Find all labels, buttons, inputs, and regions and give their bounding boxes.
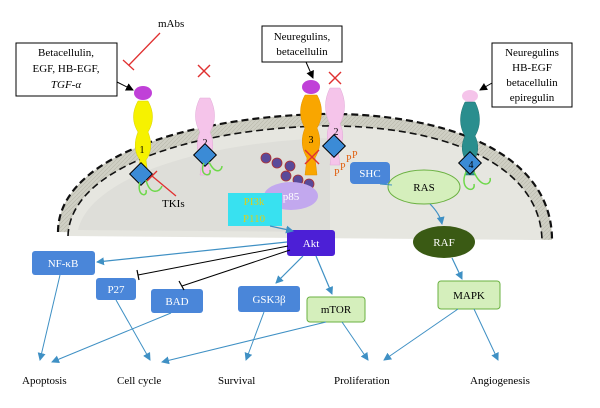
ligand-box-3-line-1: Neuregulins [505,47,559,59]
ligand-3-arrow [479,82,493,91]
ligand-box-1: Betacellulin, EGF, HB-EGF, TGF-α [15,42,118,97]
receptor-4: 4 [457,90,491,191]
receptor-1-label: 1 [140,145,145,156]
akt-nfkb-arrow [96,241,288,266]
ligand-box-3-line-2: HB-EGF [512,62,552,74]
ras-label: RAS [413,182,434,194]
akt-node: Akt [287,230,335,256]
akt-gsk3b-arrow [275,255,304,284]
gsk3b-label: GSK3β [252,294,286,306]
shc-node: SHC [350,162,390,184]
p27-node: P27 [96,278,136,300]
cross-mark-icon [197,64,211,78]
ligand-box-3: Neuregulins HB-EGF betacellulin epiregul… [491,42,573,108]
outcome-angiogenesis: Angiogenesis [470,375,530,387]
ligand-box-2-line-2: betacellulin [276,46,328,58]
ligand-box-1-line-3: TGF-α [51,79,81,91]
p85-label: p85 [283,191,300,203]
p27-label: P27 [107,284,125,296]
membrane-inner-dash [67,125,543,241]
phospho-mark: P [346,154,352,165]
outcome-proliferation: Proliferation [334,375,390,387]
tkis-inhibit-line [151,175,177,197]
receptor-2: 2 [192,97,223,176]
nfkb-label: NF-κB [48,258,79,270]
ligand-box-1-line-1: Betacellulin, [38,47,94,59]
mabs-inhibit-bar [122,59,135,71]
mapk-node: MAPK [437,280,501,310]
pi3k-akt-arrow [269,225,294,234]
cross-mark-icon [304,149,320,165]
mapk-angiogenesis-arrow [473,308,499,361]
akt-label: Akt [303,238,320,250]
pi3k-node: PI3k [228,193,282,210]
outcome-cell-cycle: Cell cycle [117,375,161,387]
bad-node: BAD [151,289,203,313]
akt-bad-inhibit [181,249,291,287]
outcome-apoptosis: Apoptosis [22,375,67,387]
mtor-cellcycle-arrow [161,321,327,365]
receptor-3-partner: 2 [321,87,347,166]
akt-p27-inhibit [137,245,289,276]
raf-label: RAF [433,237,454,249]
bad-label: BAD [165,296,188,308]
mapk-label: MAPK [453,290,485,302]
gsk3b-node: GSK3β [238,286,300,312]
gsk3b-survival-arrow [244,311,265,361]
phospho-mark: P [340,162,346,173]
ligand-1-arrow [116,81,134,91]
tkis-label: TKIs [162,198,185,210]
shc-label: SHC [359,168,380,180]
receptor-4-label: 4 [469,160,474,171]
ligand-box-1-line-2: EGF, HB-EGF, [33,63,100,75]
mtor-proliferation-arrow [341,321,369,361]
ras-node: RAS [387,169,461,205]
mabs-inhibit-line [128,32,161,66]
p110-label: P110 [243,213,266,225]
akt-bad-bar [178,280,185,291]
ligand-box-2-line-1: Neuregulins, [274,31,331,43]
ras-raf-arrow [429,203,445,225]
nfkb-node: NF-κB [32,251,95,275]
phospho-mark: P [352,150,358,161]
mtor-node: mTOR [306,296,366,323]
nfkb-apoptosis-arrow [37,274,61,361]
shc-ras-link [379,183,393,186]
p27-cellcycle-arrow [115,299,151,361]
phospho-mark: P [334,168,340,179]
p110-node: P110 [228,210,282,226]
ligand-box-3-line-4: epiregulin [510,92,555,104]
raf-node: RAF [413,226,475,258]
mtor-label: mTOR [321,304,352,316]
ligand-box-3-line-3: betacellulin [506,77,558,89]
tkis-inhibit-bar [146,170,158,182]
ligand-2-arrow [305,61,314,79]
bad-apoptosis-arrow [51,312,172,364]
pi3k-label: PI3k [244,196,265,208]
mabs-label: mAbs [158,18,184,30]
akt-mtor-arrow [315,255,333,295]
mapk-proliferation-arrow [383,308,459,361]
raf-mapk-arrow [451,257,463,280]
receptor-3-partner-label: 2 [334,127,339,138]
ligand-box-2: Neuregulins, betacellulin [261,25,343,63]
receptor-3-label: 3 [309,135,314,146]
outcome-survival: Survival [218,375,255,387]
akt-p27-bar [136,269,140,281]
receptor-3: 3 [300,80,322,176]
cross-mark-icon [328,71,342,85]
receptor-1: 1 [128,86,163,196]
